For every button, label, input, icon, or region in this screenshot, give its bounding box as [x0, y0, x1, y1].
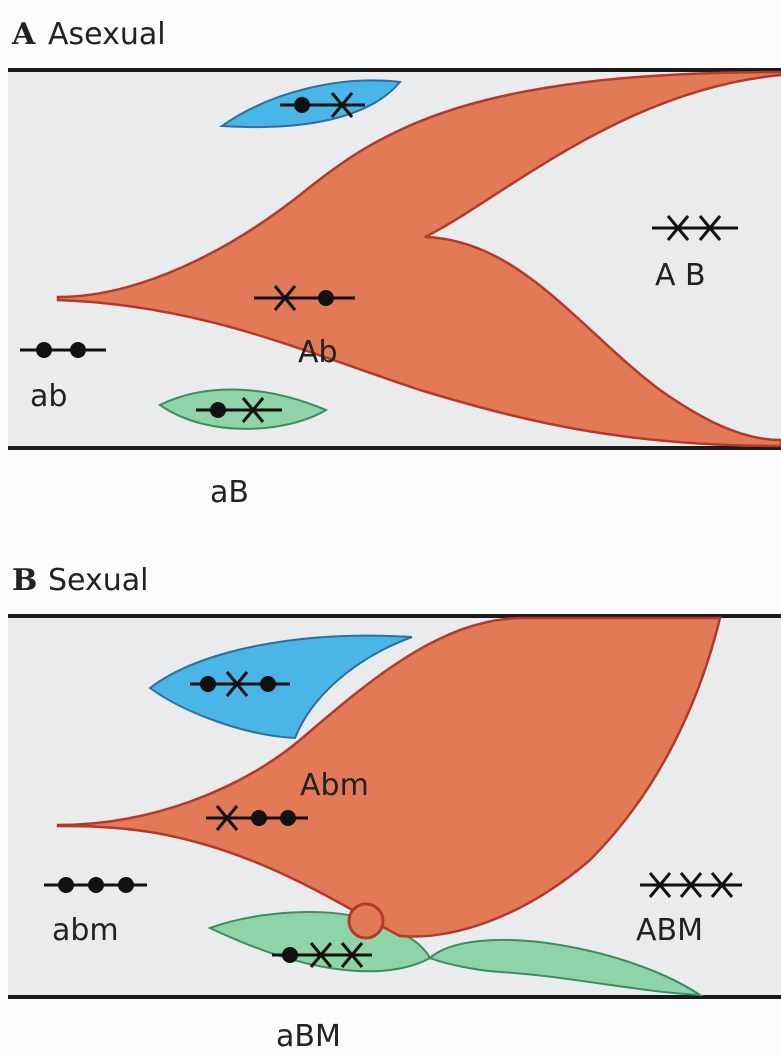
genotype-AB: A B	[655, 258, 706, 293]
recombination-event	[349, 904, 383, 938]
dot-allele	[88, 877, 104, 893]
dot-allele	[280, 810, 296, 826]
dot-allele	[36, 342, 52, 358]
panel-b: B Sexual Abm	[8, 563, 781, 1054]
genotype-aB: aB	[210, 475, 249, 510]
dot-allele	[70, 342, 86, 358]
genotype-abm: abm	[52, 913, 119, 948]
panel-a-title: Asexual	[48, 17, 166, 52]
genotype-Abm: Abm	[300, 768, 369, 803]
dot-allele	[282, 947, 298, 963]
panel-b-letter: B	[12, 563, 37, 598]
dot-allele	[294, 97, 310, 113]
dot-allele	[118, 877, 134, 893]
dot-allele	[58, 877, 74, 893]
genotype-aBM: aBM	[276, 1019, 341, 1054]
panel-b-title: Sexual	[48, 563, 148, 598]
dot-allele	[318, 290, 334, 306]
genotype-Ab: Ab	[298, 335, 338, 370]
dot-allele	[260, 676, 276, 692]
panel-a: A Asexual ab Ab	[8, 17, 781, 510]
genotype-ABM: ABM	[636, 913, 703, 948]
dot-allele	[251, 810, 267, 826]
dot-allele	[200, 676, 216, 692]
panel-a-letter: A	[11, 17, 36, 52]
genotype-ab: ab	[30, 379, 67, 414]
dot-allele	[210, 402, 226, 418]
